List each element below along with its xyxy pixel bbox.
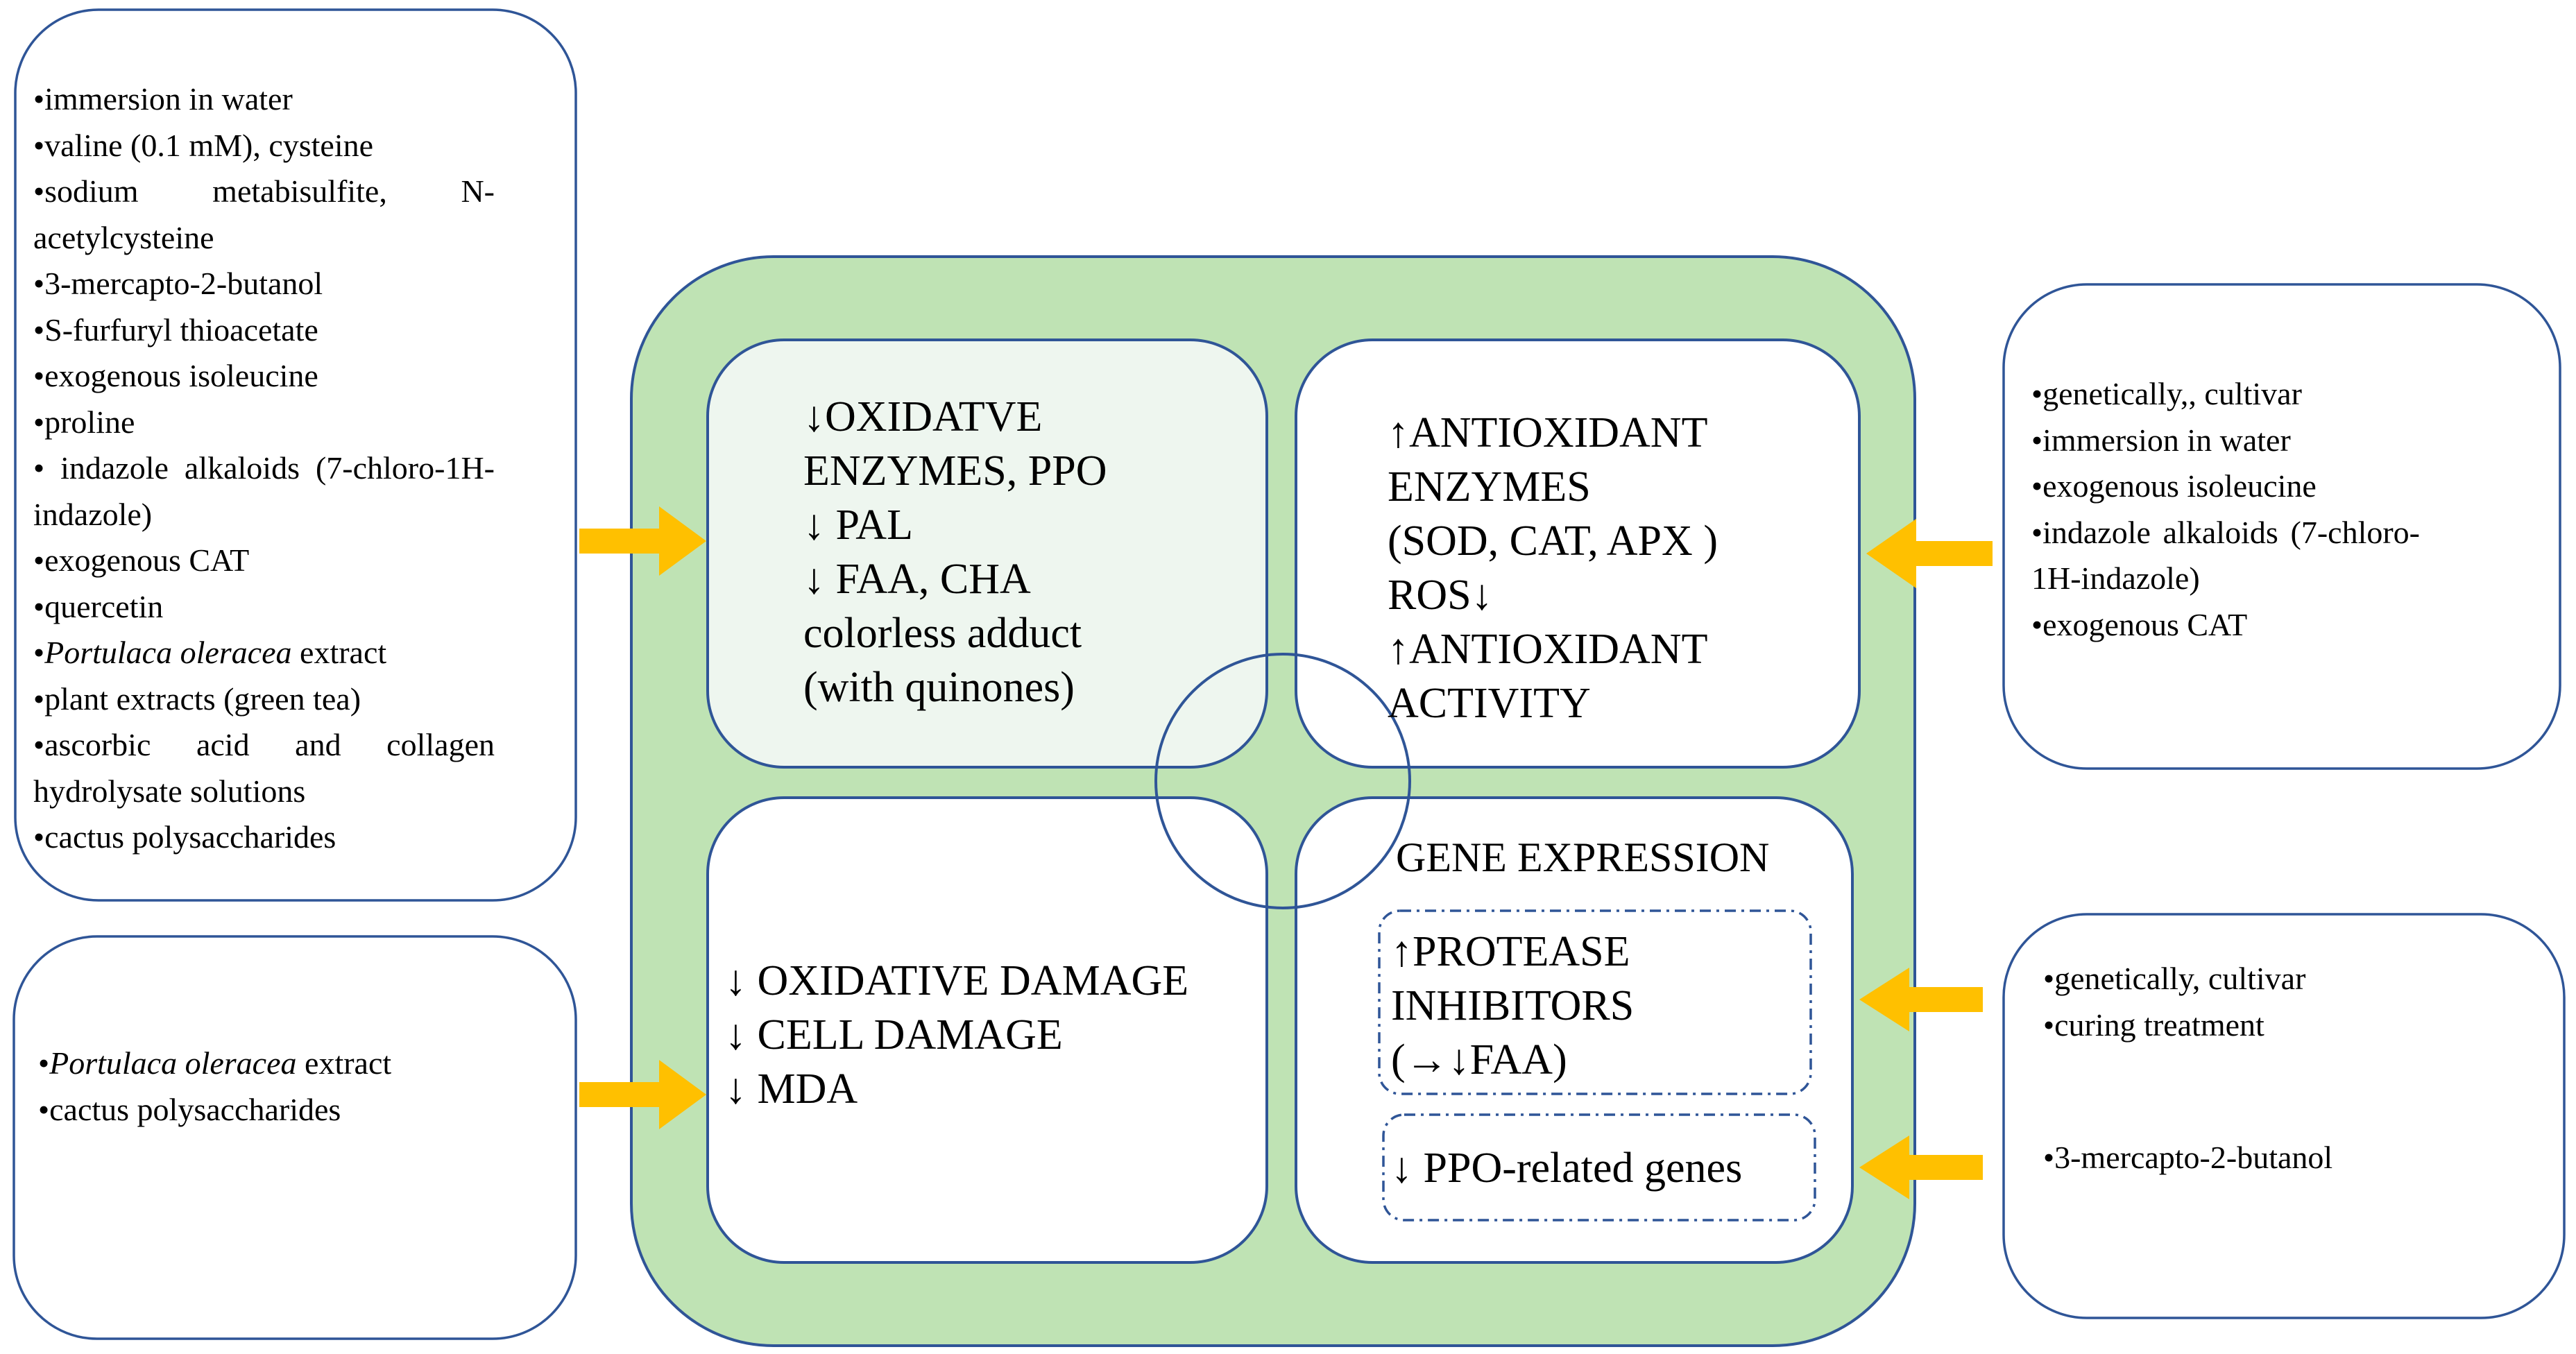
quadrant-bottom-left: [706, 796, 1268, 1264]
list-item: •exogenous isoleucine: [2031, 468, 2317, 504]
list-item: •proline: [33, 404, 135, 440]
text-line: (→↓FAA): [1391, 1036, 1567, 1083]
text-line: ↑PROTEASE: [1391, 928, 1630, 975]
side-box-right-bottom: [2002, 913, 2566, 1319]
list-item-portulaca: •Portulaca oleracea extract: [33, 630, 495, 676]
list-item: •indazole alkaloids (7-chloro-1H-indazol…: [2031, 514, 2420, 597]
list-item: •exogenous isoleucine: [33, 358, 318, 393]
quadrant-top-left: [706, 338, 1268, 769]
left-top-list: •immersion in water •valine (0.1 mM), cy…: [33, 76, 495, 861]
arrow-left-3: [1859, 1136, 1983, 1199]
list-item: •genetically,, cultivar: [2031, 376, 2302, 411]
list-item: •3-mercapto-2-butanol: [2043, 1140, 2333, 1175]
quadrant-top-left-text: ↓OXIDATVE ENZYMES, PPO ↓ PAL ↓ FAA, CHA …: [803, 390, 1107, 714]
text-line: ↑ANTIOXIDANT: [1388, 626, 1708, 673]
species-name: Portulaca oleracea: [49, 1045, 297, 1081]
text-line: colorless adduct: [803, 610, 1082, 657]
bullet: •: [33, 635, 45, 670]
text-line: ↓ FAA, CHA: [803, 556, 1031, 603]
quadrant-top-right-text: ↑ANTIOXIDANT ENZYMES (SOD, CAT, APX ) RO…: [1388, 406, 1718, 730]
list-item: •cactus polysaccharides: [38, 1091, 341, 1127]
list-item: •exogenous CAT: [2031, 606, 2248, 642]
text-line: ACTIVITY: [1388, 680, 1591, 727]
list-item: •plant extracts (green tea): [33, 680, 361, 717]
species-suffix: extract: [296, 1045, 392, 1081]
right-top-list: •genetically,, cultivar •immersion in wa…: [2031, 371, 2420, 648]
right-bottom-list-2: •3-mercapto-2-butanol: [2043, 1135, 2529, 1181]
text-line: ROS↓: [1388, 572, 1493, 619]
list-item: •valine (0.1 mM), cysteine: [33, 127, 374, 163]
text-line: ENZYMES, PPO: [803, 447, 1107, 495]
list-item: •immersion in water: [2031, 422, 2291, 458]
list-item: •ascorbic acid and collagen hydrolysate …: [33, 727, 495, 809]
inner-box-protease: [1378, 909, 1812, 1095]
side-box-left-top: [14, 8, 577, 902]
list-item: •curing treatment: [2043, 1006, 2264, 1043]
protease-inhibitors-text: ↑PROTEASE INHIBITORS (→↓FAA): [1391, 925, 1634, 1087]
side-box-left-bottom: [12, 935, 577, 1340]
list-item: •sodium metabisulfite, N-acetylcysteine: [33, 173, 495, 255]
list-item: •3-mercapto-2-butanol: [33, 266, 323, 301]
arrow-right-1: [579, 506, 706, 576]
list-item: • indazole alkaloids (7-chloro-1H-indazo…: [33, 450, 495, 532]
text-line: ↑ANTIOXIDANT: [1388, 409, 1708, 456]
list-item-portulaca: •Portulaca oleracea extract: [38, 1040, 524, 1087]
text-line: ↓ CELL DAMAGE: [725, 1011, 1063, 1059]
species-name: Portulaca oleracea: [44, 635, 292, 670]
text-line: ↓OXIDATVE: [803, 393, 1043, 440]
text-line: ENZYMES: [1388, 463, 1591, 511]
text-line: (with quinones): [803, 664, 1075, 711]
text-line: ↓ PPO-related genes: [1391, 1145, 1743, 1192]
ppo-genes-text: ↓ PPO-related genes: [1391, 1141, 1742, 1195]
arrow-left-2: [1859, 968, 1983, 1031]
side-box-right-top: [2002, 283, 2561, 770]
list-item: •genetically, cultivar: [2043, 961, 2306, 996]
list-item: •S-furfuryl thioacetate: [33, 311, 318, 348]
text-line: ↓ MDA: [725, 1065, 858, 1113]
text-line: INHIBITORS: [1391, 982, 1635, 1029]
bullet: •: [38, 1045, 50, 1081]
arrow-left-1: [1866, 519, 1993, 588]
text-line: ↓ PAL: [803, 502, 913, 549]
species-suffix: extract: [291, 635, 387, 670]
left-bottom-list: •Portulaca oleracea extract •cactus poly…: [38, 1040, 524, 1133]
list-item: •cactus polysaccharides: [33, 819, 336, 855]
quadrant-top-right: [1295, 338, 1861, 769]
list-item: •quercetin: [33, 588, 164, 624]
list-item: •exogenous CAT: [33, 542, 250, 578]
text-line: (SOD, CAT, APX ): [1388, 517, 1718, 565]
text-line: ↓ OXIDATIVE DAMAGE: [725, 957, 1189, 1004]
quadrant-bottom-left-text: ↓ OXIDATIVE DAMAGE ↓ CELL DAMAGE ↓ MDA: [725, 954, 1188, 1116]
inner-box-ppo-genes: [1382, 1113, 1816, 1222]
center-circle: [1154, 653, 1411, 909]
gene-expression-title: GENE EXPRESSION: [1396, 834, 1770, 880]
arrow-right-2: [579, 1060, 706, 1129]
list-item: •immersion in water: [33, 81, 293, 117]
right-bottom-list-1: •genetically, cultivar •curing treatment: [2043, 956, 2529, 1048]
